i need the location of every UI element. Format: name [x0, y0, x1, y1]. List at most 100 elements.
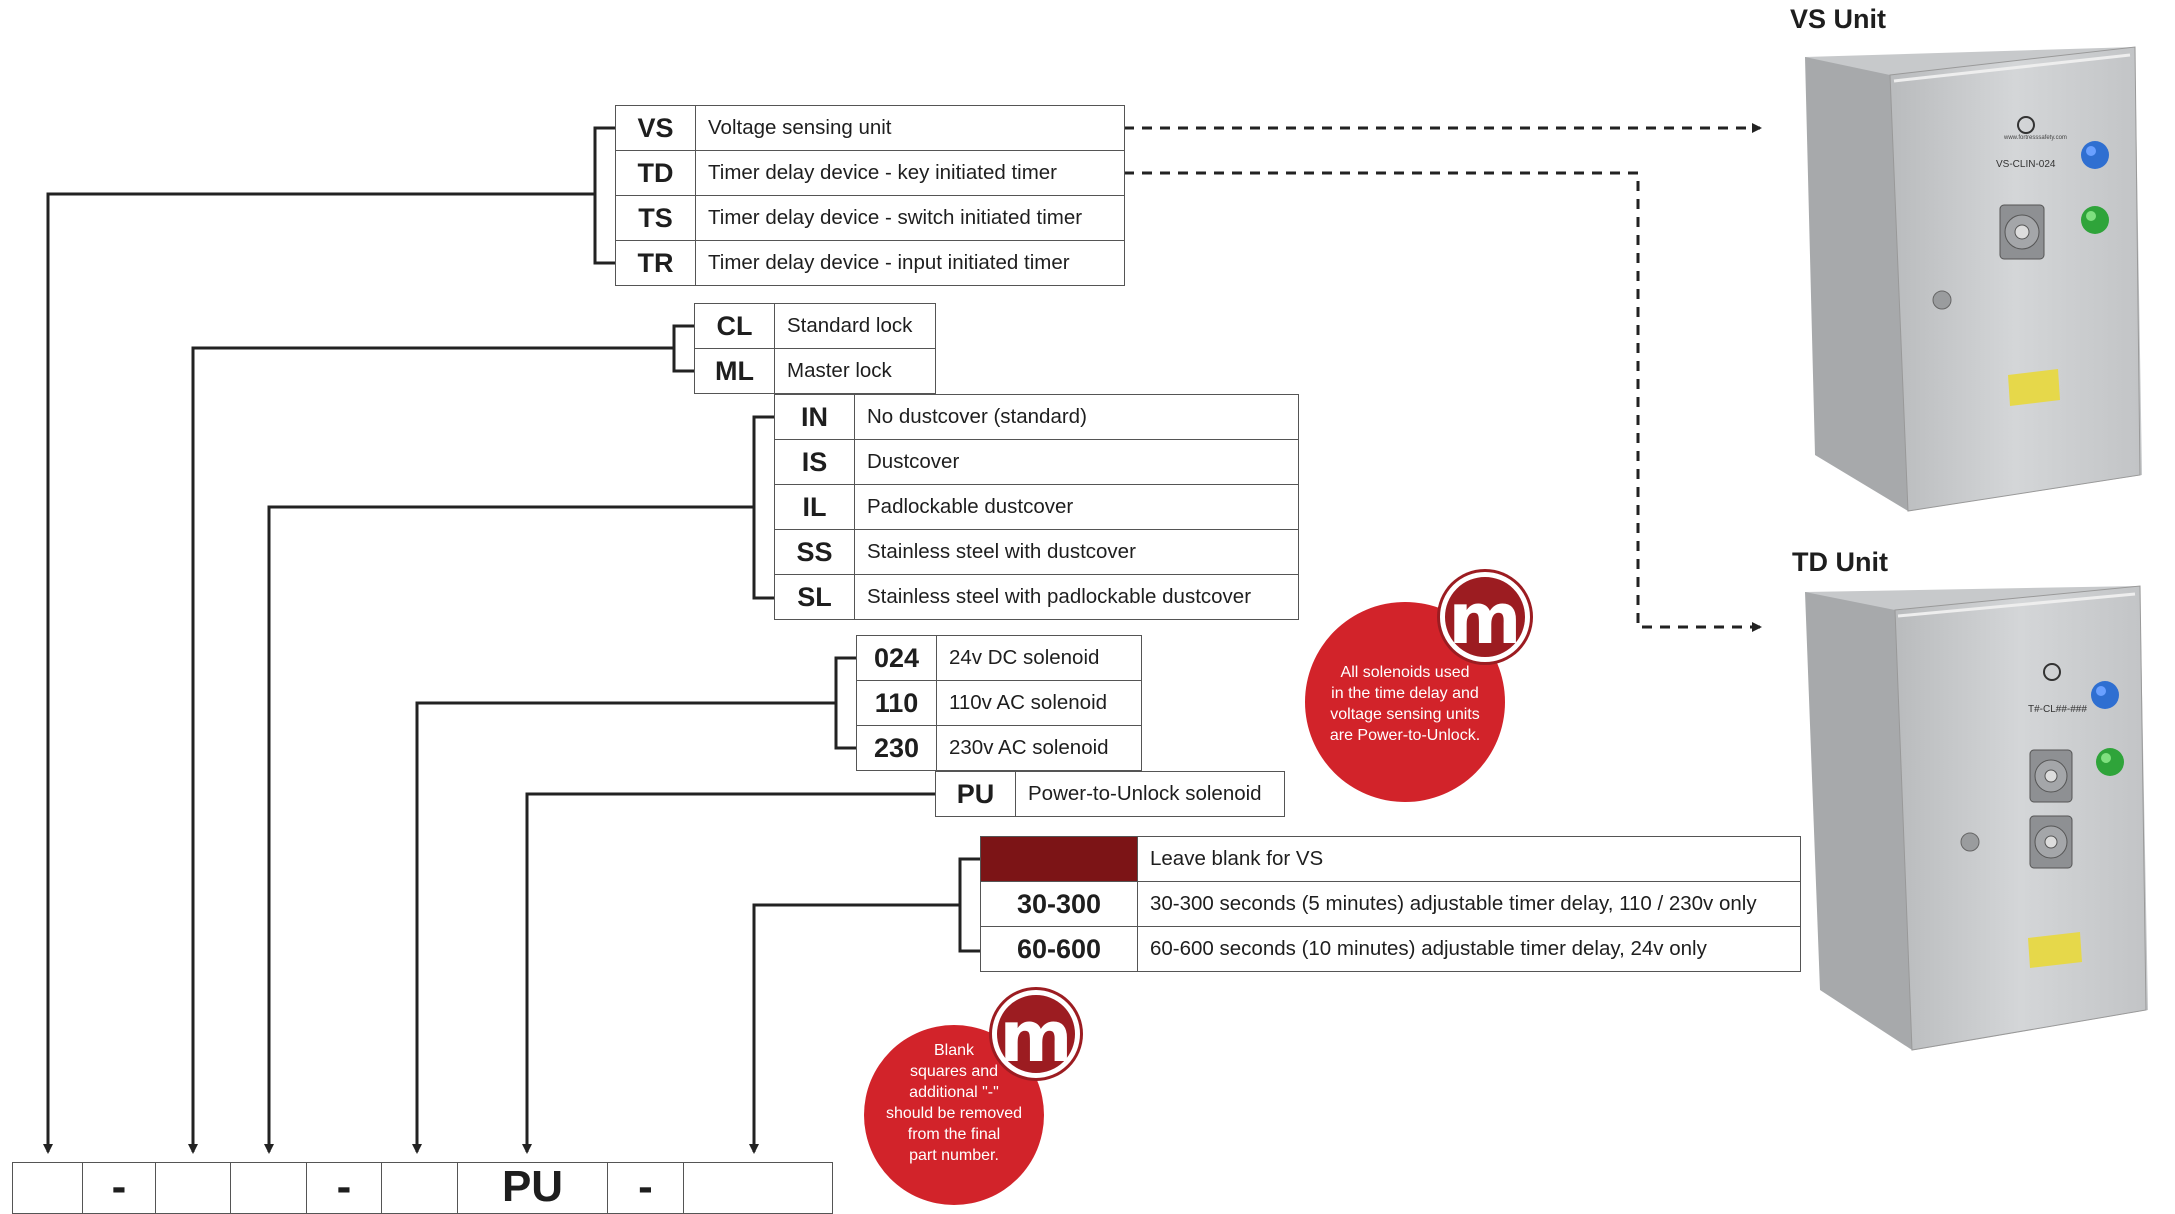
part-number-cell [155, 1162, 231, 1214]
option-desc: Dustcover [854, 439, 1299, 485]
lead-voltage [412, 701, 836, 1154]
option-code: TR [615, 240, 696, 286]
part-number-solenoid: PU [457, 1162, 608, 1214]
td-unit-image: T#-CL##-### [1805, 585, 2148, 1051]
part-number-cell [12, 1162, 83, 1214]
option-code: SL [774, 574, 855, 620]
option-desc: Stainless steel with dustcover [854, 529, 1299, 575]
vs-unit-title: VS Unit [1790, 4, 1887, 34]
option-code: IS [774, 439, 855, 485]
option-code: TS [615, 195, 696, 241]
bracket-unit-type [593, 126, 615, 265]
lead-timer [749, 903, 960, 1154]
option-code: VS [615, 105, 696, 151]
svg-text:www.fortresssafety.com: www.fortresssafety.com [2003, 135, 2067, 141]
note-line: part number. [909, 1147, 999, 1164]
bracket-dustcover [752, 415, 774, 600]
m-logo-badge: m [992, 990, 1080, 1078]
option-desc: No dustcover (standard) [854, 394, 1299, 440]
option-desc: Leave blank for VS [1137, 836, 1801, 882]
option-desc: Timer delay device - key initiated timer [695, 150, 1125, 196]
m-logo-badge: m [1440, 572, 1530, 662]
option-desc: Padlockable dustcover [854, 484, 1299, 530]
part-number-separator: - [607, 1162, 684, 1214]
vs-unit-label: VS-CLIN-024 [1996, 159, 2056, 170]
vs-unit-image: www.fortresssafety.com VS-CLIN-024 [1805, 46, 2142, 512]
note-line: additional "-" [909, 1084, 999, 1101]
blank-swatch [980, 836, 1138, 882]
note-line: should be removed [885, 1105, 1023, 1122]
td-unit-title: TD Unit [1792, 547, 1888, 577]
option-desc: Timer delay device - input initiated tim… [695, 240, 1125, 286]
note-line: in the time delay and [1331, 685, 1479, 702]
table-row[interactable]: Leave blank for VS [980, 836, 1801, 882]
badge-letter: m [1448, 578, 1522, 660]
option-desc: Stainless steel with padlockable dustcov… [854, 574, 1299, 620]
lead-unit-type [43, 192, 595, 1154]
part-number-separator: - [82, 1162, 156, 1214]
option-desc: 230v AC solenoid [936, 725, 1142, 771]
option-desc: Timer delay device - switch initiated ti… [695, 195, 1125, 241]
option-code: IL [774, 484, 855, 530]
badge-letter: m [999, 996, 1073, 1078]
part-number-cell [381, 1162, 458, 1214]
option-code: SS [774, 529, 855, 575]
option-desc: 110v AC solenoid [936, 680, 1142, 726]
option-desc: 24v DC solenoid [936, 635, 1142, 681]
note-line: Blank [933, 1042, 975, 1059]
bracket-voltage [834, 656, 856, 750]
lead-solenoid [522, 792, 935, 1154]
bracket-lock [672, 324, 694, 373]
option-code: 110 [856, 680, 937, 726]
option-desc: Master lock [774, 348, 936, 394]
part-number-cell [683, 1162, 833, 1214]
td-unit-label: T#-CL##-### [2028, 704, 2087, 715]
option-code: 60-600 [980, 926, 1138, 972]
part-number-cell [230, 1162, 307, 1214]
dashed-arrow-td [1124, 171, 1762, 632]
option-code: 230 [856, 725, 937, 771]
option-desc: Voltage sensing unit [695, 105, 1125, 151]
note-line: are Power-to-Unlock. [1329, 727, 1481, 744]
lead-dustcover [264, 505, 754, 1154]
note-line: squares and [909, 1063, 999, 1080]
option-code: 30-300 [980, 881, 1138, 927]
bracket-timer [958, 857, 980, 953]
option-desc: 30-300 seconds (5 minutes) adjustable ti… [1137, 881, 1801, 927]
option-code: CL [694, 303, 775, 349]
option-desc: 60-600 seconds (10 minutes) adjustable t… [1137, 926, 1801, 972]
note-line: All solenoids used [1340, 664, 1470, 681]
option-desc: Standard lock [774, 303, 936, 349]
option-code: ML [694, 348, 775, 394]
note-line: voltage sensing units [1330, 706, 1480, 723]
option-desc: Power-to-Unlock solenoid [1015, 771, 1285, 817]
part-number-separator: - [306, 1162, 382, 1214]
option-code: 024 [856, 635, 937, 681]
option-code: TD [615, 150, 696, 196]
option-code: IN [774, 394, 855, 440]
note-line: from the final [907, 1126, 1001, 1143]
